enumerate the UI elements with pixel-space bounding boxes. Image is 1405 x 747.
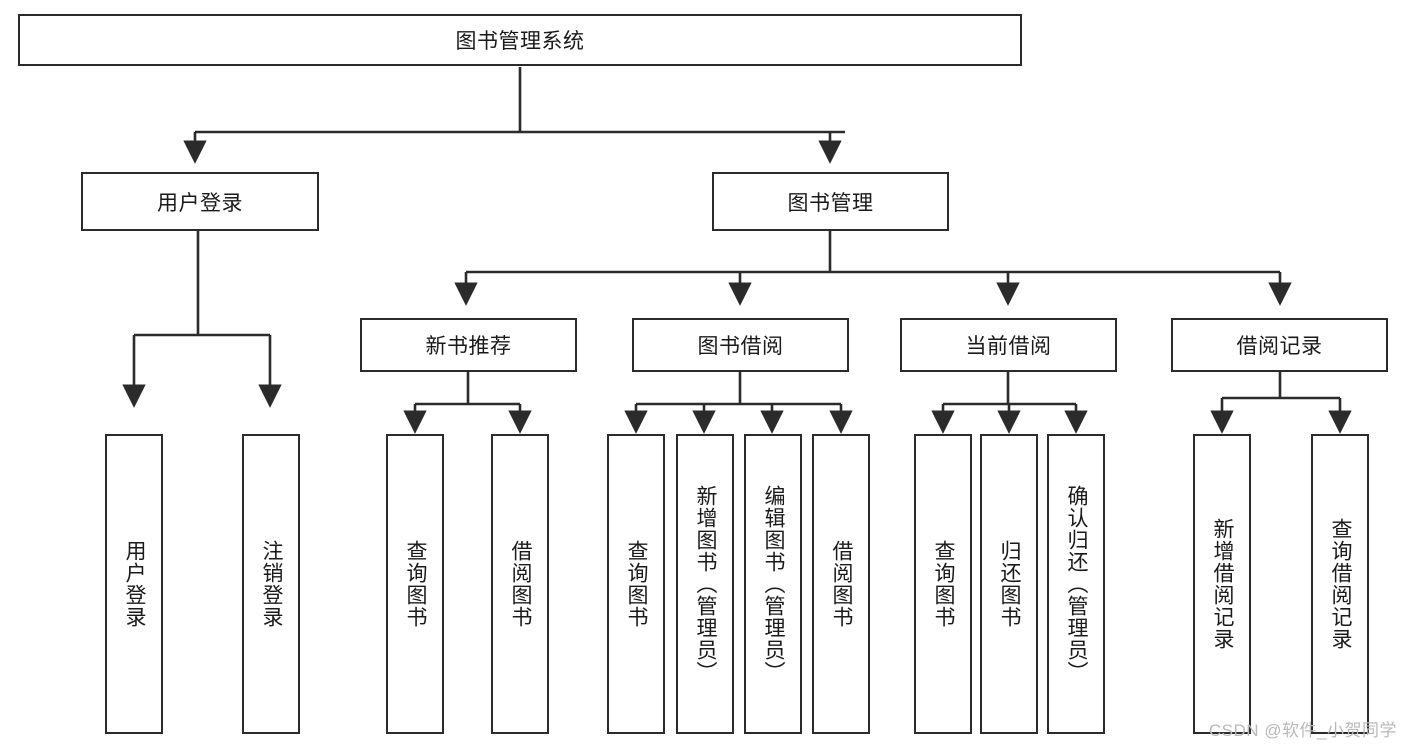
leaf-current-borrow-1-label: 查询图书 xyxy=(932,540,956,628)
node-borrow-record-label: 借阅记录 xyxy=(1236,335,1323,358)
leaf-borrow-record-1[interactable]: 新增借阅记录 xyxy=(1193,434,1251,734)
leaf-book-borrow-1[interactable]: 查询图书 xyxy=(607,434,665,734)
node-book-borrow-label: 图书借阅 xyxy=(697,335,784,358)
node-book-borrow[interactable]: 图书借阅 xyxy=(632,318,849,372)
node-new-book-recommend-label: 新书推荐 xyxy=(425,335,512,358)
leaf-current-borrow-1[interactable]: 查询图书 xyxy=(914,434,972,734)
leaf-current-borrow-2-label: 归还图书 xyxy=(998,540,1022,628)
node-user-login[interactable]: 用户登录 xyxy=(81,172,319,231)
watermark-text: CSDN @软件_小贺同学 xyxy=(1208,721,1397,740)
leaf-borrow-record-2[interactable]: 查询借阅记录 xyxy=(1311,434,1369,734)
leaf-user-login-1[interactable]: 用户登录 xyxy=(105,434,163,734)
node-root-label: 图书管理系统 xyxy=(455,30,585,53)
node-current-borrow-label: 当前借阅 xyxy=(965,335,1052,358)
leaf-borrow-record-2-label: 查询借阅记录 xyxy=(1329,518,1353,650)
leaf-new-book-1[interactable]: 查询图书 xyxy=(386,434,444,734)
leaf-borrow-record-1-label: 新增借阅记录 xyxy=(1211,518,1235,650)
node-book-management-label: 图书管理 xyxy=(787,191,874,215)
leaf-book-borrow-3[interactable]: 编辑图书（管理员） xyxy=(744,434,802,734)
leaf-book-borrow-3-label: 编辑图书（管理员） xyxy=(762,485,786,683)
leaf-user-login-2[interactable]: 注销登录 xyxy=(242,434,300,734)
leaf-new-book-1-label: 查询图书 xyxy=(404,540,428,628)
node-user-login-label: 用户登录 xyxy=(157,191,243,215)
node-root[interactable]: 图书管理系统 xyxy=(18,14,1022,66)
leaf-user-login-1-label: 用户登录 xyxy=(123,540,147,628)
leaf-current-borrow-3-label: 确认归还（管理员） xyxy=(1065,485,1089,683)
leaf-new-book-2[interactable]: 借阅图书 xyxy=(491,434,549,734)
leaf-book-borrow-4-label: 借阅图书 xyxy=(830,540,854,628)
leaf-new-book-2-label: 借阅图书 xyxy=(509,540,533,628)
leaf-current-borrow-2[interactable]: 归还图书 xyxy=(980,434,1038,734)
leaf-book-borrow-2-label: 新增图书（管理员） xyxy=(694,485,718,683)
leaf-book-borrow-1-label: 查询图书 xyxy=(625,540,649,628)
node-borrow-record[interactable]: 借阅记录 xyxy=(1171,318,1388,372)
leaf-book-borrow-4[interactable]: 借阅图书 xyxy=(812,434,870,734)
node-current-borrow[interactable]: 当前借阅 xyxy=(900,318,1117,372)
leaf-user-login-2-label: 注销登录 xyxy=(260,540,284,628)
node-book-management[interactable]: 图书管理 xyxy=(712,172,949,231)
node-new-book-recommend[interactable]: 新书推荐 xyxy=(360,318,577,372)
leaf-book-borrow-2[interactable]: 新增图书（管理员） xyxy=(676,434,734,734)
leaf-current-borrow-3[interactable]: 确认归还（管理员） xyxy=(1047,434,1105,734)
